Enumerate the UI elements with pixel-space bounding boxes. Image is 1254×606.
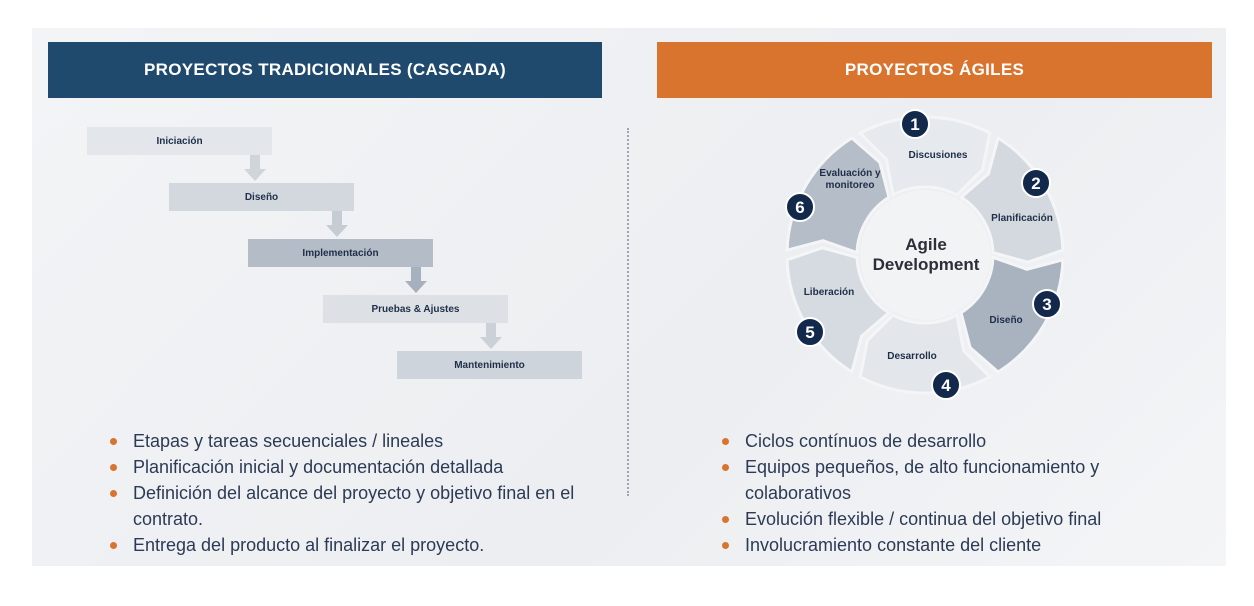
svg-text:6: 6 <box>795 198 804 217</box>
traditional-bullets: Etapas y tareas secuenciales / lineales … <box>108 428 578 558</box>
cycle-step: Planificación 2 <box>958 135 1065 264</box>
agile-bullets: Ciclos contínuos de desarrollo Equipos p… <box>720 428 1180 558</box>
agile-header: PROYECTOS ÁGILES <box>657 42 1212 98</box>
cycle-segment <box>857 115 992 198</box>
bullet-item: Evolución flexible / continua del objeti… <box>720 506 1180 532</box>
waterfall-stage: Mantenimiento <box>397 351 582 379</box>
bullet-item: Definición del alcance del proyecto y ob… <box>108 480 578 532</box>
svg-text:5: 5 <box>805 323 814 342</box>
svg-text:3: 3 <box>1042 295 1051 314</box>
cycle-step-label: Desarrollo <box>887 351 936 362</box>
cycle-step-label: Discusiones <box>909 150 968 161</box>
svg-text:2: 2 <box>1031 174 1040 193</box>
bullet-item: Planificación inicial y documentación de… <box>108 454 578 480</box>
cycle-segment <box>785 246 892 375</box>
waterfall-stage: Iniciación <box>87 127 272 155</box>
step-number-badge: 5 <box>795 317 825 347</box>
divider <box>627 128 629 496</box>
bullet-item: Etapas y tareas secuenciales / lineales <box>108 428 578 454</box>
step-number-badge: 4 <box>931 370 961 400</box>
waterfall-stage: Pruebas & Ajustes <box>323 295 508 323</box>
bullet-item: Entrega del producto al finalizar el pro… <box>108 532 578 558</box>
cycle-step-label: Diseño <box>989 315 1022 326</box>
cycle-step: Discusiones 1 <box>857 109 992 198</box>
step-number-badge: 3 <box>1032 289 1062 319</box>
bullet-item: Ciclos contínuos de desarrollo <box>720 428 1180 454</box>
cycle-step: Liberación 5 <box>785 246 892 375</box>
svg-text:4: 4 <box>941 376 951 395</box>
cycle-step: Desarrollo 4 <box>858 312 993 400</box>
cycle-step-label: monitoreo <box>826 180 875 191</box>
svg-text:1: 1 <box>910 115 919 134</box>
cycle-step-label: Planificación <box>991 213 1053 224</box>
cycle-step-label: Liberación <box>804 287 855 298</box>
cycle-step-label: Evaluación y <box>819 168 881 179</box>
bullet-item: Involucramiento constante del cliente <box>720 532 1180 558</box>
bullet-item: Equipos pequeños, de alto funcionamiento… <box>720 454 1180 506</box>
traditional-header: PROYECTOS TRADICIONALES (CASCADA) <box>48 42 602 98</box>
step-number-badge: 1 <box>900 109 930 139</box>
cycle-segment <box>958 135 1065 264</box>
step-number-badge: 2 <box>1021 168 1051 198</box>
step-number-badge: 6 <box>785 192 815 222</box>
cycle-center-title: Development <box>873 255 980 274</box>
waterfall-stage: Diseño <box>169 183 354 211</box>
cycle-center-title: Agile <box>905 235 947 254</box>
waterfall-stage: Implementación <box>248 239 433 267</box>
cycle-center <box>860 190 990 320</box>
cycle-step: Diseño 3 <box>959 255 1065 374</box>
